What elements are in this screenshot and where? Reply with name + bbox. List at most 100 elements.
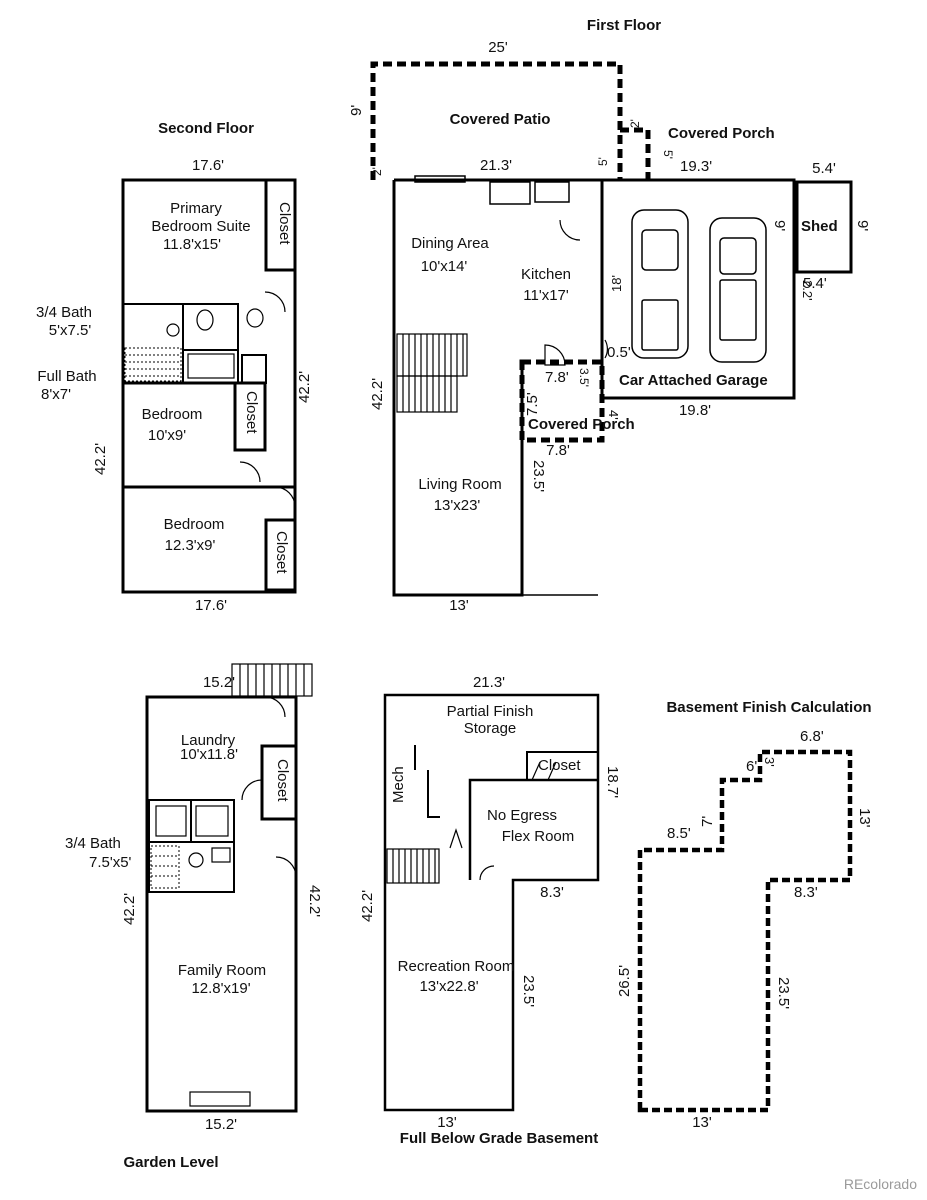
garage-label: Car Attached Garage [619,372,768,389]
covered-patio-label: Covered Patio [449,111,551,128]
bed1-size: 10'x9' [147,427,187,444]
dim-calc-top: 6.8' [800,728,824,745]
dim-calc-step3: 7' [699,815,716,827]
rec-size: 13'x22.8' [419,978,479,995]
closet-label-bed1: Closet [243,391,260,434]
dim-basement-right-bottom: 23.5' [520,975,537,1008]
dim-calc-step2: 3' [762,757,777,767]
porch-top-outline [620,127,651,182]
dim-second-bottom: 17.6' [194,597,228,614]
family-size: 12.8'x19' [191,980,251,997]
dim-calc-inner: 8.3' [794,884,818,901]
closet-label-primary: Closet [276,202,293,245]
shower-hatch [124,347,182,382]
kitchen-size: 11'x17' [523,287,569,304]
covered-porch-bottom-label: Covered Porch [528,416,635,433]
dim-shed-width: 5.4' [812,160,836,177]
closet-label-bed2: Closet [273,531,290,574]
second-floor-plan [121,178,297,594]
basement-plan [383,693,600,1112]
storage-name: Partial Finish [446,703,534,720]
primary-size: 11.8'x15' [163,236,221,253]
first-floor-plan [370,61,853,597]
dim-top-right-small: 2' [628,119,642,128]
garden-stairs [231,663,313,697]
basement-stairs [386,848,440,884]
dim-porch-width-bottom: 7.8' [546,442,570,459]
dim-calc-right-long: 23.5' [775,977,792,1010]
bath34-size: 5'x7.5' [48,322,92,339]
primary-name: Primary [170,200,222,217]
kitchen-name: Kitchen [520,266,572,283]
dim-bottom-width: 13' [449,597,469,614]
family-name: Family Room [177,962,267,979]
basement-title: Full Below Grade Basement [399,1130,599,1147]
garden-bath-name: 3/4 Bath [65,835,121,852]
second-floor-title: Second Floor [158,120,254,137]
covered-porch-lower [519,359,605,443]
dining-size: 10'x14' [420,258,468,275]
house-outline [392,178,796,597]
dim-garage-width-top: 19.3' [680,158,713,175]
dining-name: Dining Area [411,235,489,252]
garden-level-title: Garden Level [123,1154,219,1171]
dim-patio-height: 9' [348,104,365,116]
dim-porch-side-a: 3.5' [577,368,591,387]
rec-name: Recreation Room [397,958,515,975]
dim-porch-small: 5' [661,150,675,159]
dim-shed-offset: 2.2' [800,280,815,301]
bed1-name: Bedroom [141,406,203,423]
dim-shed-height: 9' [854,220,871,232]
dim-top-width: 21.3' [479,157,513,174]
garden-outline [145,695,298,1113]
dim-flex-bottom: 8.3' [540,884,564,901]
bed2-size: 12.3'x9' [164,537,216,554]
car-icons [631,209,767,363]
dim-calc-right: 13' [856,808,873,828]
dim-garage-bottom: 19.8' [678,402,712,419]
closet-label-basement: Closet [538,757,581,774]
watermark: REcolorado [843,1176,917,1192]
mech-label: Mech [390,766,407,803]
dim-living-right: 23.5' [530,460,547,493]
dim-garage-side: 18' [609,275,624,292]
garden-bath-size: 7.5'x5' [89,854,132,871]
covered-porch-top-label: Covered Porch [668,125,775,142]
dim-calc-bottom: 13' [692,1114,712,1131]
dim-calc-step4: 8.5' [667,825,691,842]
dim-basement-top: 21.3' [472,674,506,691]
dim-left-height: 42.2' [369,377,386,410]
dim-patio-right-small: 5' [596,157,610,166]
fullbath-name: Full Bath [37,368,97,385]
dim-garage-small: 0.5' [607,344,631,361]
bath34-name: 3/4 Bath [36,304,92,321]
dim-second-top: 17.6' [191,157,225,174]
flex-name-2: Flex Room [501,828,575,845]
dim-garden-bottom: 15.2' [204,1116,238,1133]
shed-label: Shed [801,218,838,235]
dim-basement-left: 42.2' [359,889,376,922]
dim-garden-top: 15.2' [202,674,236,691]
dim-garage-door: 9' [771,220,788,232]
dim-calc-step1: 6' [746,758,758,775]
basement-calc-outline [637,749,853,1113]
dim-porch-height: 7.5' [524,392,541,416]
closet-label-garden: Closet [274,759,291,802]
laundry-size: 10'x11.8' [180,746,238,763]
dim-second-right: 42.2' [296,370,313,403]
living-size: 13'x23' [433,497,481,514]
fullbath-size: 8'x7' [41,386,71,403]
covered-patio-outline [370,61,623,180]
dim-patio-left-small: 2' [370,167,384,176]
flex-name: No Egress [486,807,558,824]
dim-basement-bottom: 13' [437,1114,457,1131]
dim-patio-width: 25' [488,39,508,56]
basement-outline [383,693,600,1112]
dim-porch-width: 7.8' [545,369,569,386]
living-name: Living Room [418,476,502,493]
garden-level-plan [145,663,313,1113]
shed-outline [795,180,853,274]
first-floor-title: First Floor [586,17,662,34]
dim-garden-right: 42.2' [306,885,323,918]
